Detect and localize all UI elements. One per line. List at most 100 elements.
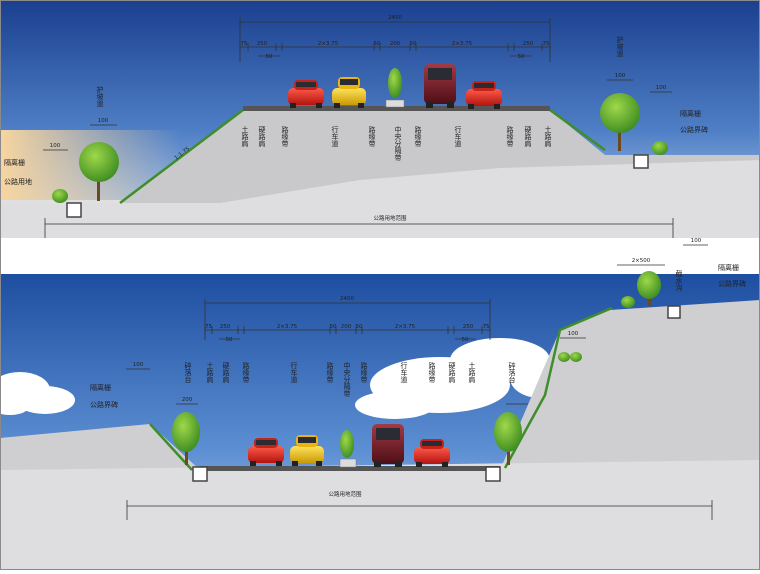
bottom-section: 2450 75 250 2×3.75 50 200 50 2×3.75 250 75 50 50… [0,238,760,570]
bottom-right-fence-label: 隔离栅 [718,263,739,272]
top-car-2 [332,77,366,108]
top-cross-label-8: 路缘带 [506,125,514,148]
top-cross-label-0: 土路肩 [241,125,249,148]
bottom-dim-right-green: 2×500 [632,258,651,264]
top-dim-10: 75 [543,41,550,47]
top-cross-label-6: 路缘带 [414,125,422,148]
top-cross-label-2: 路缘带 [281,125,289,148]
bottom-dim-9: 250 [463,324,474,330]
bottom-dim-4: 50 [330,324,337,330]
bottom-dim-0: 75 [205,324,212,330]
bottom-cross-label-11: 土路肩 [468,361,476,384]
bottom-shrubs [558,296,635,362]
top-shrub-right [652,141,668,155]
bottom-tree-right [494,412,522,465]
bottom-right-ditch-label: 截水沟 [675,269,683,292]
bottom-cross-label-3: 路缘带 [242,361,250,384]
top-right-fence-label: 隔离栅 [680,109,701,118]
bottom-dim-1: 250 [220,324,231,330]
bottom-car-4 [414,439,450,467]
bottom-left-land-label: 公路界碑 [90,400,118,409]
bottom-median-block [339,458,357,468]
top-right-greenbelt-label: 护坡道 [616,35,624,58]
top-dim-5: 200 [390,41,401,47]
bottom-dim-6: 50 [356,324,363,330]
top-cross-label-7: 行车道 [454,125,462,148]
bottom-tree-left [172,412,200,465]
top-cross-label-1: 硬路肩 [258,126,266,148]
top-grass-left [119,109,244,204]
top-tree-right [600,93,640,151]
top-dim-7: 2×3.75 [452,41,473,47]
top-car-3 [424,64,456,108]
bottom-cross-label-1: 土路肩 [206,361,214,384]
top-dim-0: 75 [241,41,248,47]
top-dim-1: 250 [257,41,268,47]
svg-text:护坡道: 护坡道 [96,85,104,108]
top-car-4 [466,81,502,109]
bottom-cross-label-2: 硬路肩 [222,362,230,384]
top-median-plant [388,68,402,98]
top-cross-label-5: 中央分隔带 [394,125,402,162]
bottom-cloud-left [0,372,75,415]
top-left-ditch [66,202,82,218]
top-cross-label-4: 路缘带 [368,125,376,148]
bottom-dim-sub-left: 50 [226,337,233,343]
bottom-right-ditch [485,466,501,482]
bottom-base-label: 公路用地范围 [328,490,362,498]
top-grass-right [549,108,606,152]
bottom-cross-label-12: 碎落台 [508,361,516,384]
top-dim-right-green: 100 [615,73,626,79]
top-left-greenbelt-label: 护坡道 [96,85,104,108]
bottom-dimensions: 2450 75 250 2×3.75 50 200 50 2×3.75 250 75 50 50… [126,238,713,520]
bottom-dim-total: 2450 [340,296,354,302]
top-cross-label-9: 硬路肩 [524,126,532,148]
bottom-cross-label-5: 路缘带 [326,361,334,384]
bottom-dim-7: 2×3.75 [395,324,416,330]
bottom-dim-3: 2×3.75 [277,324,298,330]
bottom-median-plant [340,430,354,458]
top-dim-right-sidewalk: 100 [656,85,667,91]
bottom-dim-left-sidewalk: 100 [133,362,144,368]
top-dim-sub-left: 50 [266,54,273,60]
top-dim-4: 50 [374,41,381,47]
top-cross-labels: 土路肩硬路肩路缘带行车道路缘带中央分隔带路缘带行车道路缘带硬路肩土路肩 [241,125,552,162]
bottom-cross-label-7: 路缘带 [360,361,368,384]
bottom-cross-label-6: 中央分隔带 [343,361,351,398]
top-dim-9: 250 [523,41,534,47]
bottom-left-fence-label: 隔离栅 [90,383,111,392]
bottom-cross-label-9: 路缘带 [428,361,436,384]
bottom-cross-label-8: 行车道 [400,361,408,384]
top-embankment-front [0,160,760,238]
top-dim-total: 2450 [388,15,402,21]
top-dim-left-sidewalk: 100 [50,143,61,149]
bottom-dim-sub-right: 50 [462,337,469,343]
bottom-road-surface [200,466,500,471]
top-right-land-label: 公路界碑 [680,125,708,134]
bottom-cross-label-4: 行车道 [290,361,298,384]
bottom-cross-label-10: 硬路肩 [448,362,456,384]
bottom-left-ditch [192,466,208,482]
bottom-dim-10: 75 [483,324,490,330]
top-dim-6: 50 [410,41,417,47]
section-divider [0,238,760,274]
top-median-block [385,99,405,108]
bottom-dim-right-sidewalk: 100 [568,331,579,337]
top-dim-sub-right: 50 [518,54,525,60]
top-car-1 [288,80,324,108]
top-base-label: 公路用地范围 [373,214,407,222]
bottom-tree-top [637,271,661,306]
bottom-top-ditch [667,305,681,319]
bottom-car-3 [372,424,404,467]
svg-text:护坡道: 护坡道 [616,35,624,58]
top-road-surface [243,106,550,111]
bottom-car-1 [248,438,284,466]
top-cross-label-10: 土路肩 [544,125,552,148]
bottom-dim-left-green: 200 [182,397,193,403]
bottom-car-2 [290,435,324,466]
bottom-cross-labels: 碎落台土路肩硬路肩路缘带行车道路缘带中央分隔带路缘带行车道路缘带硬路肩土路肩碎落… [184,361,516,398]
